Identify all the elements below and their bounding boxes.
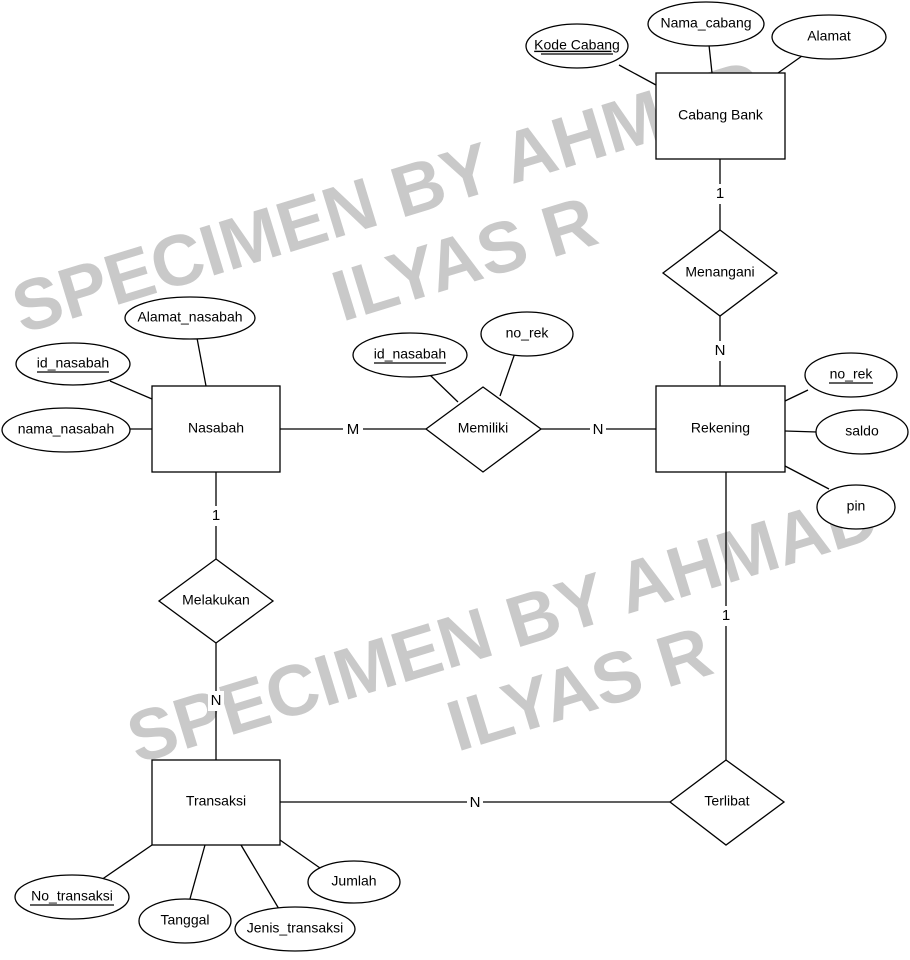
attribute-label: nama_nasabah [18, 421, 115, 437]
entity-label: Nasabah [188, 420, 244, 436]
edge-tanggal [187, 844, 206, 907]
relationship-memiliki: Memiliki [424, 386, 543, 473]
attribute-tanggal: Tanggal [138, 898, 232, 944]
entity-label: Cabang Bank [678, 107, 764, 123]
edge-saldo [784, 430, 818, 433]
relationship-label: Menangani [685, 264, 754, 280]
attribute-no-rek: no_rek [804, 352, 898, 398]
relationship-menangani: Menangani [661, 229, 779, 317]
attribute-label: Jenis_transaksi [247, 920, 344, 936]
cardinality-cabang-menangani: 1 [716, 185, 724, 202]
cardinality-labels: 1 N M N 1 N 1 N [208, 184, 734, 811]
attribute-label: id_nasabah [374, 346, 446, 362]
relationship-label: Melakukan [182, 592, 250, 608]
attribute-alamat-nasabah: Alamat_nasabah [124, 296, 256, 340]
edge-id-nasabah [109, 380, 153, 400]
attribute-memiliki-id-nasabah: id_nasabah [352, 332, 468, 378]
attribute-jumlah: Jumlah [307, 860, 401, 904]
attribute-alamat: Alamat [771, 14, 887, 60]
attribute-label: Nama_cabang [660, 15, 751, 31]
attribute-kode-cabang: Kode Cabang [525, 23, 629, 69]
entity-transaksi: Transaksi [151, 759, 281, 846]
attribute-memiliki-no-rek: no_rek [480, 311, 574, 357]
attribute-label: pin [847, 498, 866, 514]
attribute-label: Alamat [807, 28, 851, 44]
attribute-label: Tanggal [160, 912, 209, 928]
attribute-label: Jumlah [331, 873, 376, 889]
attribute-label: No_transaksi [31, 888, 113, 904]
cardinality-rekening-terlibat: 1 [722, 607, 730, 624]
attribute-label: Kode Cabang [534, 37, 620, 53]
attribute-label: Alamat_nasabah [137, 309, 242, 325]
edge-jenis-transaksi [240, 844, 280, 910]
cardinality-melakukan-transaksi: N [211, 692, 222, 709]
cardinality-nasabah-memiliki: M [347, 421, 360, 438]
relationship-melakukan: Melakukan [157, 558, 275, 644]
cardinality-terlibat-transaksi: N [470, 794, 481, 811]
entity-rekening: Rekening [655, 385, 786, 473]
edge-alamat [777, 55, 803, 74]
cardinality-memiliki-rekening: N [593, 421, 604, 438]
entity-nasabah: Nasabah [151, 385, 281, 473]
edge-jumlah [279, 839, 321, 869]
attribute-id-nasabah: id_nasabah [15, 342, 131, 386]
attribute-no-transaksi: No_transaksi [14, 874, 130, 920]
attribute-label: no_rek [830, 366, 874, 382]
edge-nama-cabang [708, 44, 713, 74]
relationship-label: Terlibat [704, 793, 749, 809]
cardinality-nasabah-melakukan: 1 [212, 507, 220, 524]
attribute-jenis-transaksi: Jenis_transaksi [234, 906, 356, 952]
edge-memiliki-id-nasabah [429, 374, 459, 403]
entity-label: Rekening [691, 420, 750, 436]
edge-no-transaksi [100, 844, 153, 881]
attribute-pin: pin [816, 484, 896, 530]
attribute-label: no_rek [506, 325, 550, 341]
edge-memiliki-no-rek [499, 352, 516, 397]
attribute-nama-nasabah: nama_nasabah [1, 407, 131, 453]
entity-label: Transaksi [186, 793, 246, 809]
edge-no-rek [784, 389, 809, 402]
edge-alamat-nasabah [196, 337, 207, 387]
attribute-label: id_nasabah [37, 355, 109, 371]
edge-pin [784, 465, 830, 490]
relationship-terlibat: Terlibat [668, 759, 786, 846]
attribute-nama-cabang: Nama_cabang [647, 1, 765, 47]
attribute-saldo: saldo [815, 409, 909, 455]
relationship-label: Memiliki [458, 420, 509, 436]
attribute-label: saldo [845, 423, 879, 439]
cardinality-menangani-rekening: N [715, 342, 726, 359]
edge-kode-cabang [618, 64, 657, 86]
entity-cabang-bank: Cabang Bank [655, 72, 786, 160]
